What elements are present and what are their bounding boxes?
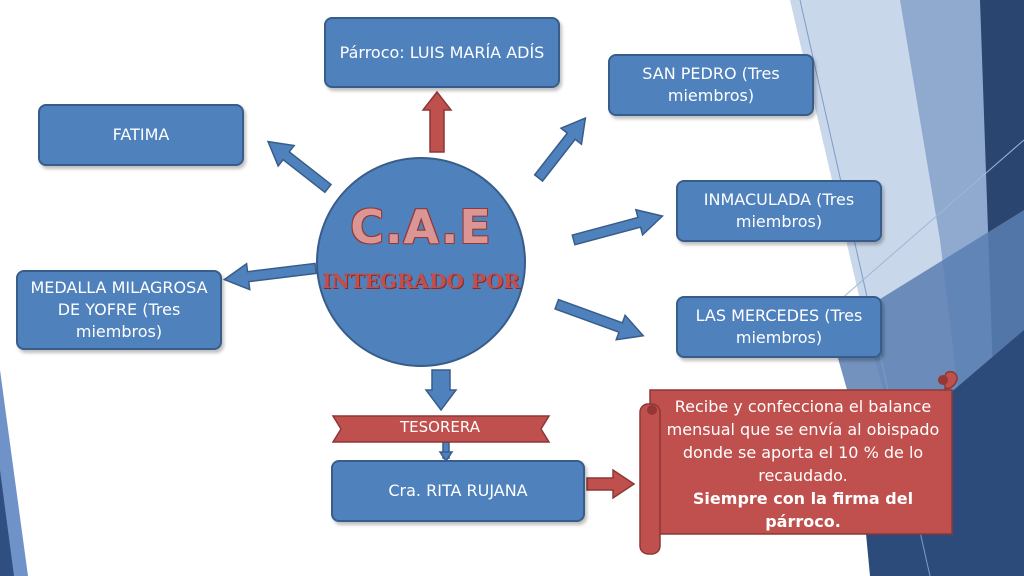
note-text-block: Recibe y confecciona el balance mensual … [662,395,944,533]
center-circle [316,157,526,367]
inmaculada-box: INMACULADA (Tres miembros) [676,180,882,242]
center-subtitle: INTEGRADO POR [322,269,520,293]
san-pedro-box: SAN PEDRO (Tres miembros) [608,54,814,116]
medalla-label: MEDALLA MILAGROSA DE YOFRE (Tres miembro… [30,278,208,341]
note-text: Recibe y confecciona el balance mensual … [666,397,940,485]
arrow-san-pedro [533,116,587,183]
rita-label: Cra. RITA RUJANA [388,481,528,500]
arrow-mercedes [554,298,645,341]
tesorera-label: TESORERA [400,418,480,436]
connector-arrowhead [438,451,454,463]
arrow-up-parroco [421,90,453,153]
inmaculada-label: INMACULADA (Tres miembros) [703,190,855,231]
parroco-label: Párroco: LUIS MARÍA ADÍS [339,42,545,62]
fatima-box: FATIMA [38,104,244,166]
center-title: C.A.E [350,200,492,254]
note-bold-text: Siempre con la firma del párroco. [692,489,914,531]
mercedes-label: LAS MERCEDES (Tres miembros) [695,306,863,347]
medalla-box: MEDALLA MILAGROSA DE YOFRE (Tres miembro… [16,270,222,350]
mercedes-box: LAS MERCEDES (Tres miembros) [676,296,882,358]
tesorera-ribbon [331,415,551,443]
fatima-label: FATIMA [112,125,170,144]
parroco-box: Párroco: LUIS MARÍA ADÍS [324,17,560,88]
arrow-medalla [222,262,318,291]
san-pedro-label: SAN PEDRO (Tres miembros) [642,64,780,105]
arrow-inmaculada [571,208,664,246]
arrow-to-note [586,468,636,500]
arrow-down-tesorera [424,369,458,412]
arrow-fatima [266,140,333,194]
note-scroll [639,370,958,555]
rita-box: Cra. RITA RUJANA [331,460,585,522]
